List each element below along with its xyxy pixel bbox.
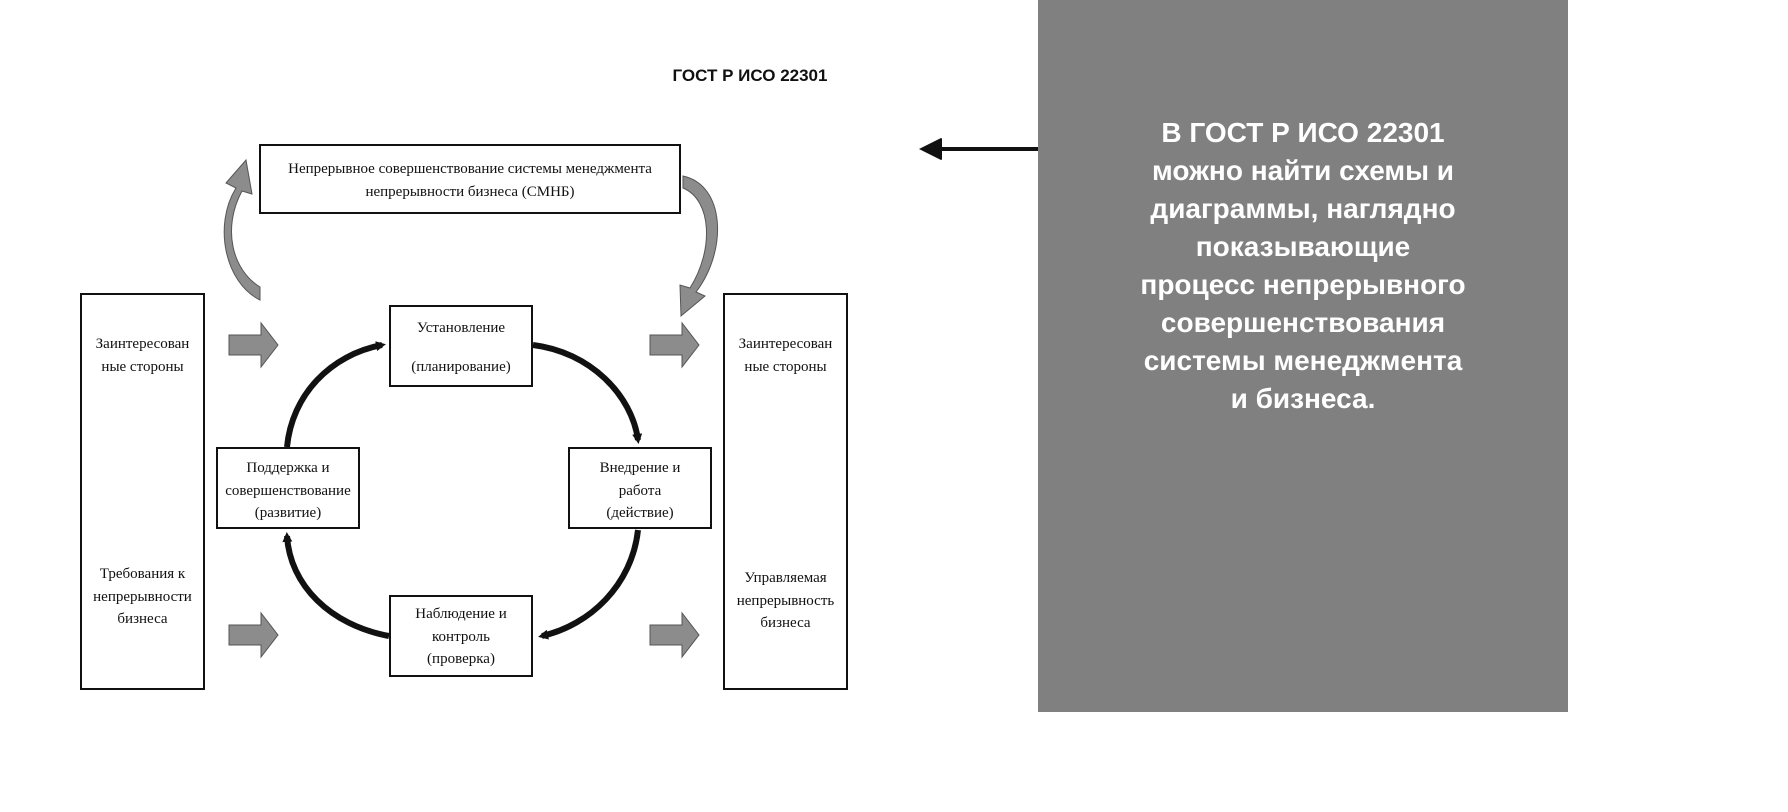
left-box-inputs: Заинтересован ные стороны Требования к н… [80,293,205,690]
act-line-3: (развитие) [254,505,322,521]
right-box-bottom-line-1: Управляемая [744,570,827,586]
top-box-line-1: Непрерывное совершенствование системы ме… [288,161,652,177]
callout-line-6: совершенствования [1160,307,1446,338]
block-arrow-left-top [228,321,279,369]
top-box-continuous-improvement: Непрерывное совершенствование системы ме… [259,144,681,214]
cycle-box-act: Поддержка и совершенствование (развитие) [216,447,360,529]
document-page: ГОСТ Р ИСО 22301 Непрерывное совершенств… [80,66,1038,690]
callout-text: В ГОСТ Р ИСО 22301 можно найти схемы и д… [1038,114,1568,418]
cycle-arrow-check-to-act [282,532,390,639]
plan-line-1: Установление [416,320,506,336]
cycle-arrow-plan-to-do [532,342,643,444]
plan-line-2: (планирование) [411,358,511,375]
callout-line-4: показывающие [1195,231,1411,262]
block-arrow-right-bottom [649,611,700,659]
left-box-bottom-line-2: непрерывности [93,588,192,605]
info-panel: В ГОСТ Р ИСО 22301 можно найти схемы и д… [1038,0,1568,712]
document-header: ГОСТ Р ИСО 22301 [672,66,828,85]
left-box-top-line-1: Заинтересован [95,336,190,352]
right-box-outputs: Заинтересован ные стороны Управляемая не… [723,293,848,690]
right-box-top-line-2: ные стороны [744,358,827,375]
do-line-2: работа [618,482,662,499]
cycle-box-check: Наблюдение и контроль (проверка) [389,595,533,677]
callout-line-3: диаграммы, наглядно [1150,193,1456,224]
block-arrow-right-top [649,321,700,369]
check-line-3: (проверка) [427,651,495,667]
block-arrow-left-bottom [228,611,279,659]
cycle-arrow-do-to-check [538,529,641,640]
curved-arrow-left [223,158,261,301]
right-box-bottom-line-2: непрерывность [736,592,835,609]
left-box-bottom-line-1: Требования к [99,566,186,582]
callout-line-2: можно найти схемы и [1151,155,1455,186]
callout-line-5: процесс непрерывного [1140,269,1466,300]
callout-line-1: В ГОСТ Р ИСО 22301 [1161,117,1445,148]
cycle-box-plan: Установление (планирование) [389,305,533,387]
check-line-2: контроль [432,628,490,645]
cycle-arrow-act-to-plan [284,341,386,448]
curved-arrow-right [679,175,719,318]
left-box-top-line-2: ные стороны [101,358,184,375]
right-box-bottom-line-3: бизнеса [760,615,811,631]
do-line-3: (действие) [606,505,674,521]
act-line-2: совершенствование [225,482,351,499]
right-box-top-line-1: Заинтересован [738,336,833,352]
left-box-bottom-line-3: бизнеса [117,611,168,627]
check-line-1: Наблюдение и [415,606,507,622]
do-line-1: Внедрение и [599,460,681,476]
top-box-line-2: непрерывности бизнеса (СМНБ) [365,183,575,200]
act-line-1: Поддержка и [246,460,330,476]
callout-line-8: и бизнеса. [1230,383,1376,414]
cycle-box-do: Внедрение и работа (действие) [568,447,712,529]
callout-line-7: системы менеджмента [1143,345,1463,376]
